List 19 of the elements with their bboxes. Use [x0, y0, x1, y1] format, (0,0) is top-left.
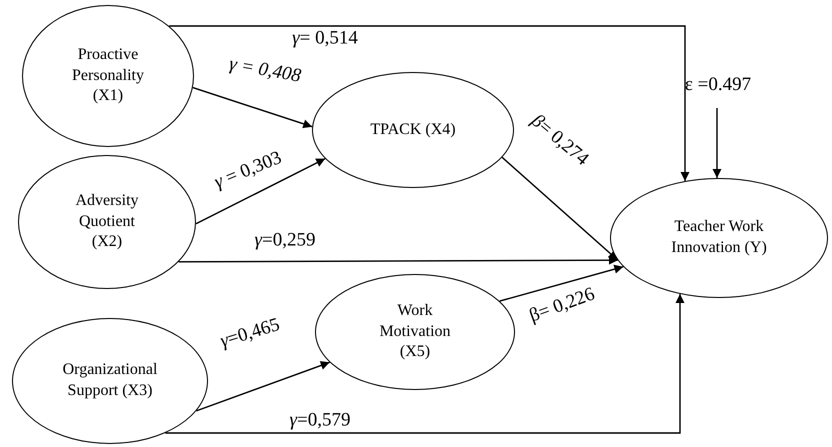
path-arrow	[500, 264, 624, 302]
path-arrow	[502, 156, 618, 260]
path-coefficient: γ=0,259	[252, 230, 318, 250]
construct-name: Organizational Support (X3)	[62, 360, 158, 401]
construct-name: TPACK (X4)	[370, 120, 456, 140]
construct-name: Adversity Quotient (X2)	[74, 190, 140, 252]
path-coefficient: γ=0,579	[288, 410, 352, 430]
path-coefficient: γ= 0,514	[290, 28, 360, 48]
construct-name: Teacher Work Innovation (Y)	[670, 217, 768, 258]
path-arrow	[165, 294, 684, 434]
path-arrow	[192, 86, 312, 128]
construct-name: Proactive Personality (X1)	[71, 44, 145, 106]
path-arrow	[169, 25, 690, 181]
path-arrow	[196, 158, 326, 224]
error-term-label: ε =0.497	[684, 72, 752, 97]
path-arrow	[712, 108, 722, 178]
path-arrow	[178, 256, 618, 265]
construct-name: Work Motivation (X5)	[378, 300, 452, 362]
path-arrow	[196, 361, 330, 412]
